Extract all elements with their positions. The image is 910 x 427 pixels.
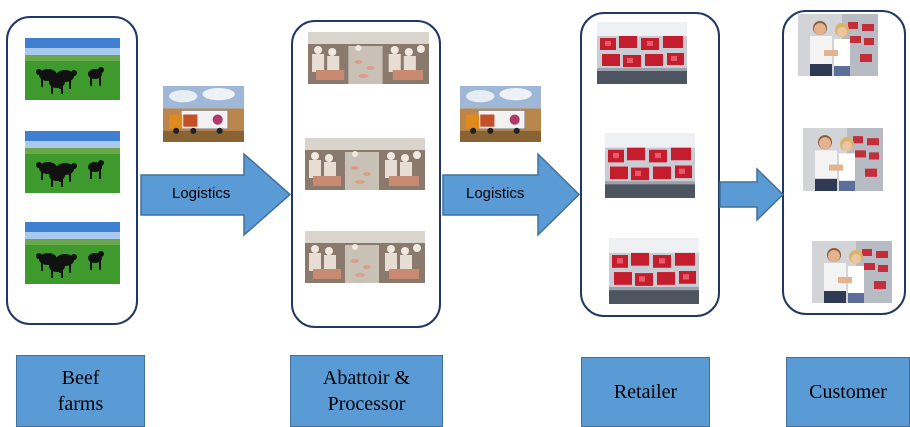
shoppers-at-meat-counter-photo [803,128,883,191]
cattle-pasture-photo [25,131,120,193]
label-abattoir-processor: Abattoir & Processor [290,355,443,427]
label-retailer: Retailer [581,357,710,427]
flow-arrow-3 [719,167,785,222]
meat-display-case-photo [609,238,699,304]
cattle-pasture-photo [25,222,120,284]
label-customer: Customer [786,357,910,427]
label-beef-farms-line2: farms [57,393,104,415]
meat-processing-line-photo [305,231,425,283]
meat-display-case-photo [597,22,687,84]
label-abattoir-line2: Processor [327,393,406,415]
arrow-label-logistics: Logistics [172,185,231,202]
meat-display-case-photo [605,133,695,198]
arrow-label-logistics: Logistics [466,185,525,202]
label-beef-farms: Beef farms [16,355,145,427]
label-customer-text: Customer [809,381,887,403]
shoppers-at-meat-counter-photo [812,241,892,303]
meat-processing-line-photo [308,32,429,84]
delivery-truck-photo [460,86,541,142]
flow-arrow-1 [140,152,292,237]
delivery-truck-photo [163,86,244,142]
label-beef-farms-line1: Beef [61,367,100,389]
label-retailer-text: Retailer [613,381,678,403]
label-abattoir-line1: Abattoir & [322,367,411,389]
flow-arrow-2 [442,152,581,237]
meat-processing-line-photo [305,138,425,190]
cattle-pasture-photo [25,38,120,100]
shoppers-at-meat-counter-photo [798,14,878,76]
